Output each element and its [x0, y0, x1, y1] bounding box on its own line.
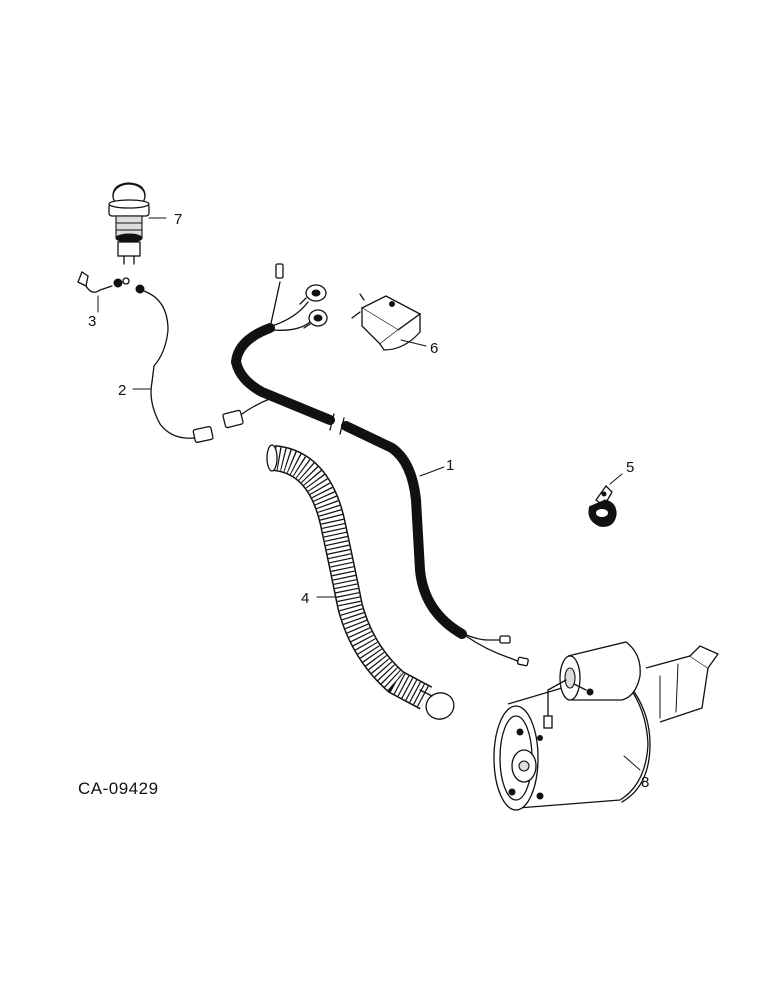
corrugated-cable-icon [266, 444, 455, 720]
wire-lead-icon [135, 284, 273, 443]
callout-number: 4 [301, 590, 309, 607]
leader-line [400, 339, 427, 347]
drawing-code: CA-09429 [78, 779, 159, 798]
callout-number: 3 [88, 313, 96, 330]
wiring-harness-icon [230, 263, 529, 667]
callout-number: 2 [118, 382, 126, 399]
starter-motor-icon [493, 641, 719, 811]
callout-number: 8 [641, 774, 649, 791]
leader-line [623, 755, 641, 771]
callout-number: 1 [446, 457, 454, 474]
leader-line [609, 473, 623, 485]
callout-number: 7 [174, 211, 182, 228]
leader-line [419, 466, 445, 477]
relay-icon [351, 293, 422, 351]
indicator-lamp-icon [108, 182, 150, 265]
callout-number: 6 [430, 340, 438, 357]
clip-icon [588, 484, 617, 527]
leader-lines [97, 217, 641, 771]
terminal-icon [77, 271, 130, 293]
callout-number: 5 [626, 459, 634, 476]
